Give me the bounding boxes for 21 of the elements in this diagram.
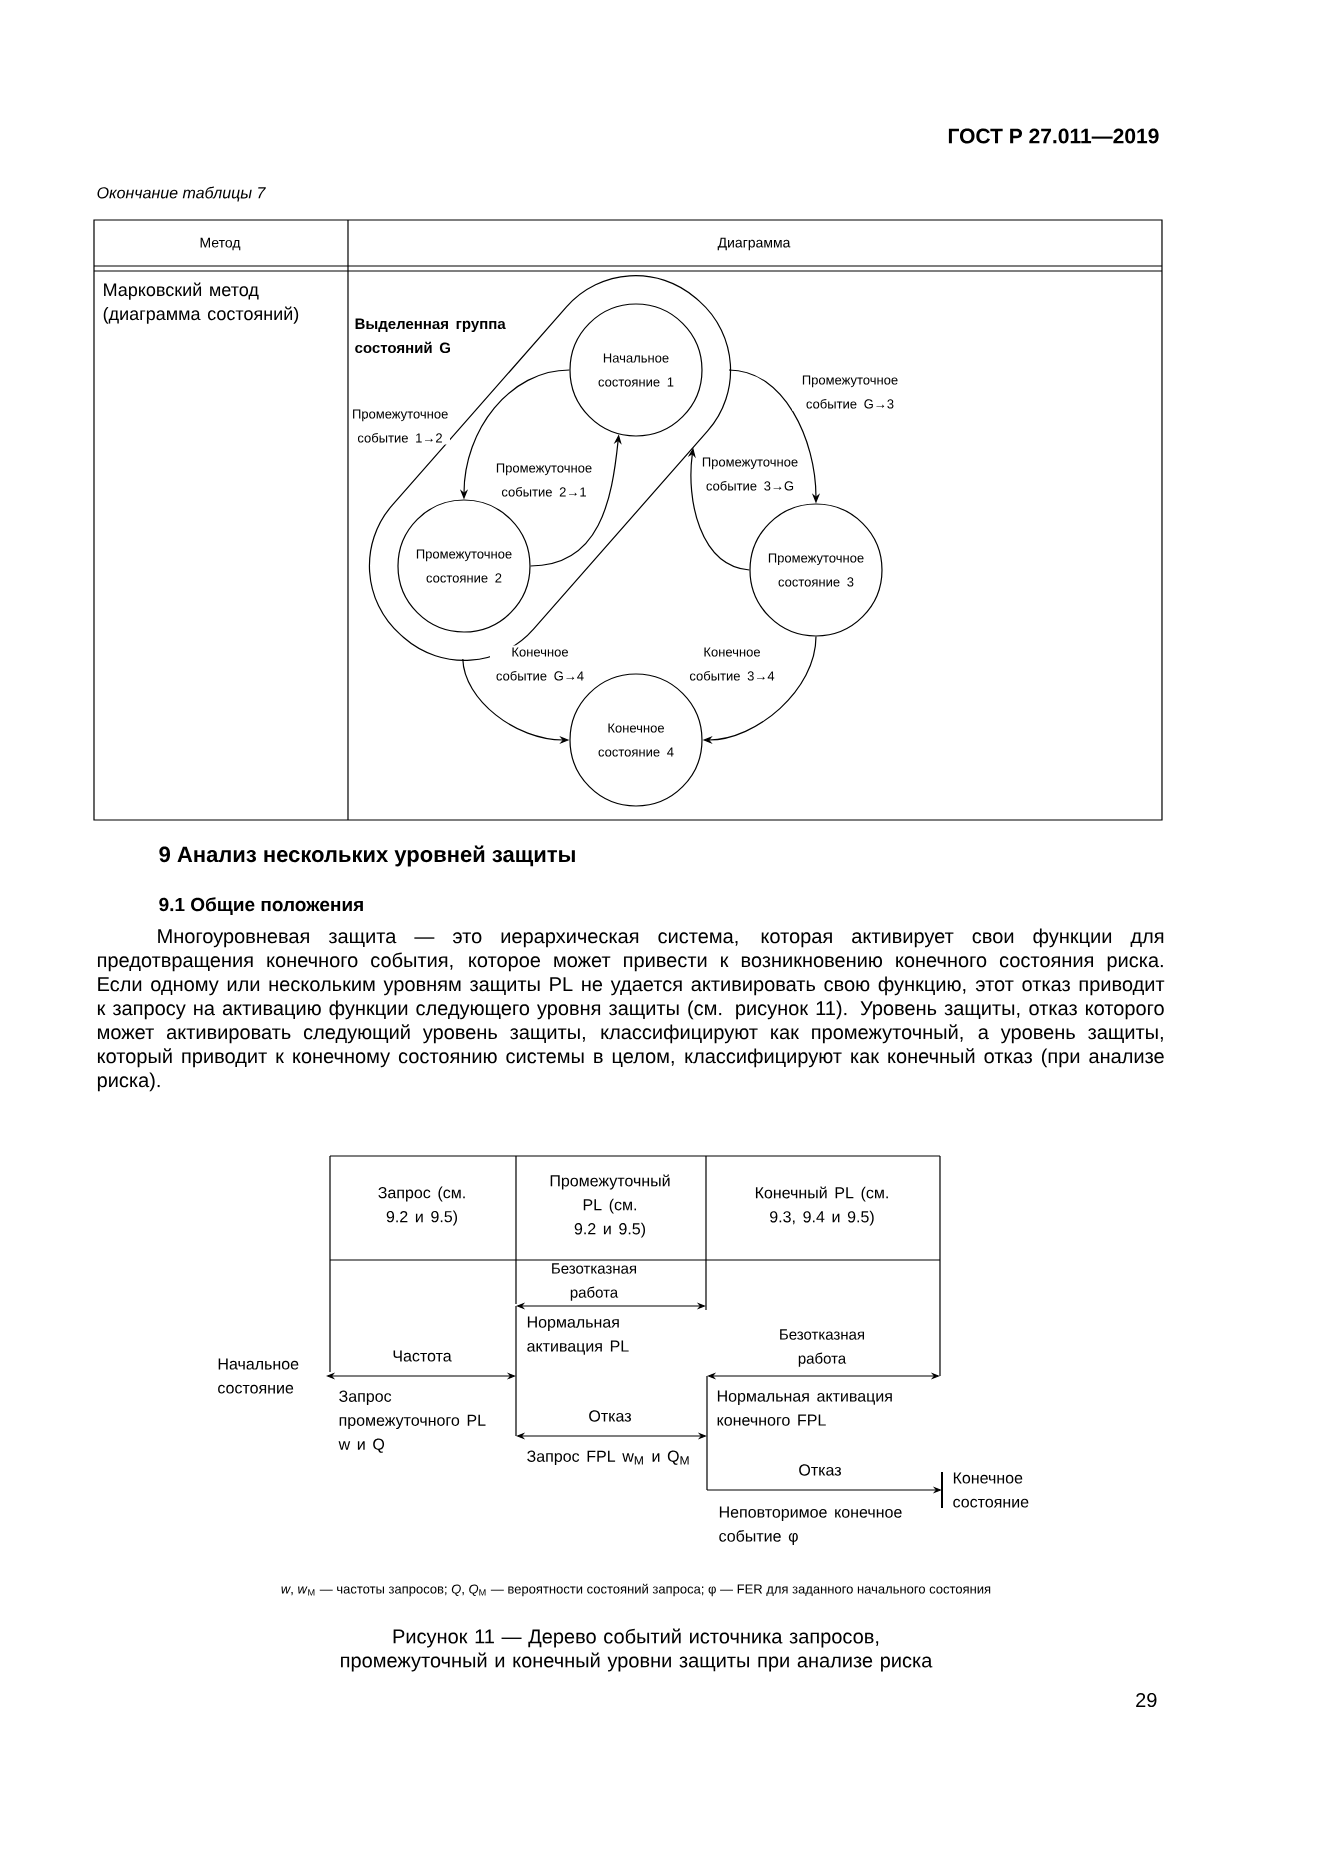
- edge-label: Частота: [390, 1348, 454, 1364]
- table-cell: Марковский метод (диаграмма состояний): [103, 282, 299, 324]
- branch-label: Запрос FPL w$_{M}$ и Q$_{M}$: [527, 1450, 689, 1466]
- column-header: Запрос (см. 9.2 и 9.5): [378, 1186, 465, 1226]
- page-header: ГОСТ Р 27.011—2019: [948, 128, 1159, 144]
- state-label: Начальное состояние: [218, 1358, 299, 1394]
- end-state-label: Конечное состояние: [941, 1471, 1029, 1509]
- branch-label: Нормальная активация конечного FPL: [717, 1390, 892, 1426]
- column-header: Конечный PL (см. 9.3, 9.4 и 9.5): [755, 1186, 888, 1226]
- table-title: Окончание таблицы 7: [97, 186, 266, 202]
- edge-label: Отказ: [586, 1408, 634, 1424]
- column-header: Промежуточный PL (см. 9.2 и 9.5): [550, 1174, 670, 1238]
- figure-caption: Рисунок 11 — Дерево событий источника запросов, промежуточный и конечный уровни защиты при анализе риска: [341, 1628, 933, 1672]
- body-text: Многоуровневая защита — это иерархическая система, которая активирует свои функции для предотвращения конечного события, которое может привести к возникновению конечного состояния риска. Если одному или нескольким уровням защиты PL не удается активировать свою функцию, этот отказ приводит к запросу на активацию функции следующего уровня защиты (см. рисунок 11). Уровень защиты, отказ которого может активировать следующий уровень защиты, классифицируют как промежуточный, а уровень защиты, который приводит к конечному состоянию системы в целом, классифицируют как конечный отказ (при анализе риска).: [97, 928, 1165, 1092]
- branch-label: Нормальная активация PL: [527, 1316, 629, 1355]
- edge-label: Отказ: [796, 1462, 844, 1478]
- section-heading: 9 Анализ нескольких уровней защиты: [159, 845, 575, 867]
- branch-label: Запрос промежуточного PL w и Q: [338, 1390, 486, 1453]
- subsection-heading: 9.1 Общие положения: [159, 897, 363, 915]
- branch-label: Неповторимое конечное событие φ: [719, 1506, 902, 1545]
- page-number: 29: [1136, 1692, 1157, 1708]
